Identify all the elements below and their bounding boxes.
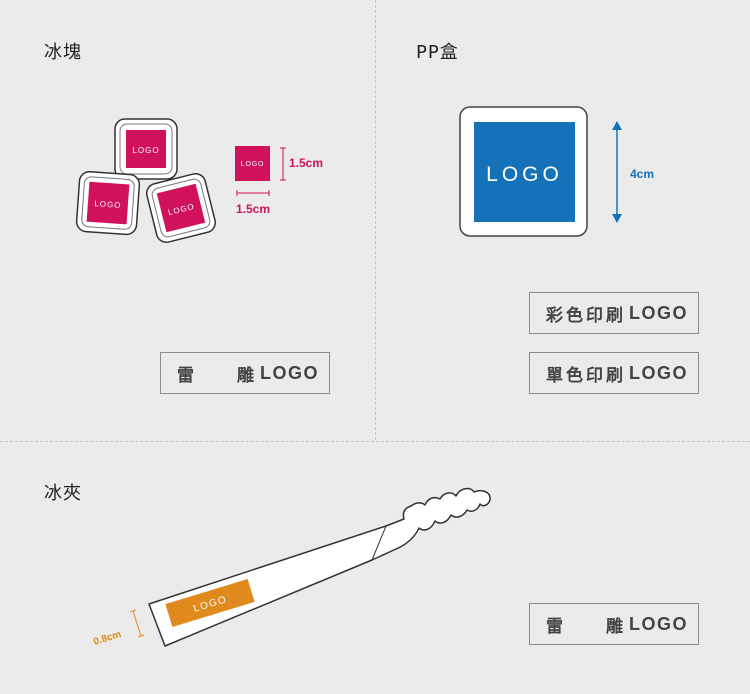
tongs-fold-line xyxy=(371,525,387,561)
ice-logo-square xyxy=(126,130,166,168)
ice-logo-text: LOGO xyxy=(132,146,159,155)
arrow-down-icon xyxy=(612,214,622,223)
ice-logo-text: LOGO xyxy=(94,199,122,210)
ice-logo-sample xyxy=(235,146,270,181)
ice-tongs-method-box: 雷 雕 LOGO xyxy=(529,603,699,645)
method-logo: LOGO xyxy=(629,362,688,383)
vertical-divider xyxy=(375,0,376,440)
ice-logo-square xyxy=(86,181,130,225)
pp-box-mono-method-box: 單色印刷 LOGO xyxy=(529,352,699,394)
tongs-size-label: 0.8cm xyxy=(92,629,122,648)
ice-cube-right: LOGO xyxy=(146,173,216,243)
ice-cube-title: 冰塊 xyxy=(44,42,82,63)
horizontal-divider xyxy=(0,441,750,442)
tongs-logo-bar xyxy=(165,578,255,628)
ice-tongs-illustration: LOGO 0.8cm xyxy=(92,487,491,648)
method-logo: LOGO xyxy=(629,613,688,634)
method-label: 雷 雕 xyxy=(546,616,626,637)
method-logo: LOGO xyxy=(260,362,319,383)
tongs-outline xyxy=(148,487,491,647)
ice-cube-left: LOGO xyxy=(75,170,141,236)
ice-tongs-title: 冰夾 xyxy=(44,483,82,504)
ice-cube-method-box: 雷 雕 LOGO xyxy=(160,352,330,394)
pp-box-color-method-box: 彩色印刷 LOGO xyxy=(529,292,699,334)
pp-box-logo-square xyxy=(474,122,575,222)
pp-box-title: PP盒 xyxy=(416,42,459,63)
method-label: 雷 雕 xyxy=(177,365,257,386)
method-label: 單色印刷 xyxy=(546,365,626,386)
ice-height-label: 1.5cm xyxy=(289,156,323,170)
method-logo: LOGO xyxy=(629,302,688,323)
pp-box-logo-text: LOGO xyxy=(486,163,563,186)
box-size-label: 4cm xyxy=(630,167,654,181)
arrow-up-icon xyxy=(612,121,622,130)
ice-cube-illustration: LOGO LOGO LOGO LOGO 1.5cm 1.5cm xyxy=(75,118,323,243)
pp-box-illustration: LOGO 4cm xyxy=(459,106,654,237)
ice-cube-top: LOGO xyxy=(114,118,178,180)
ice-logo-sample-text: LOGO xyxy=(241,161,264,168)
ice-width-label: 1.5cm xyxy=(236,202,270,216)
method-label: 彩色印刷 xyxy=(546,305,626,326)
tongs-dimension-line xyxy=(132,610,142,637)
ice-logo-square xyxy=(156,183,206,233)
